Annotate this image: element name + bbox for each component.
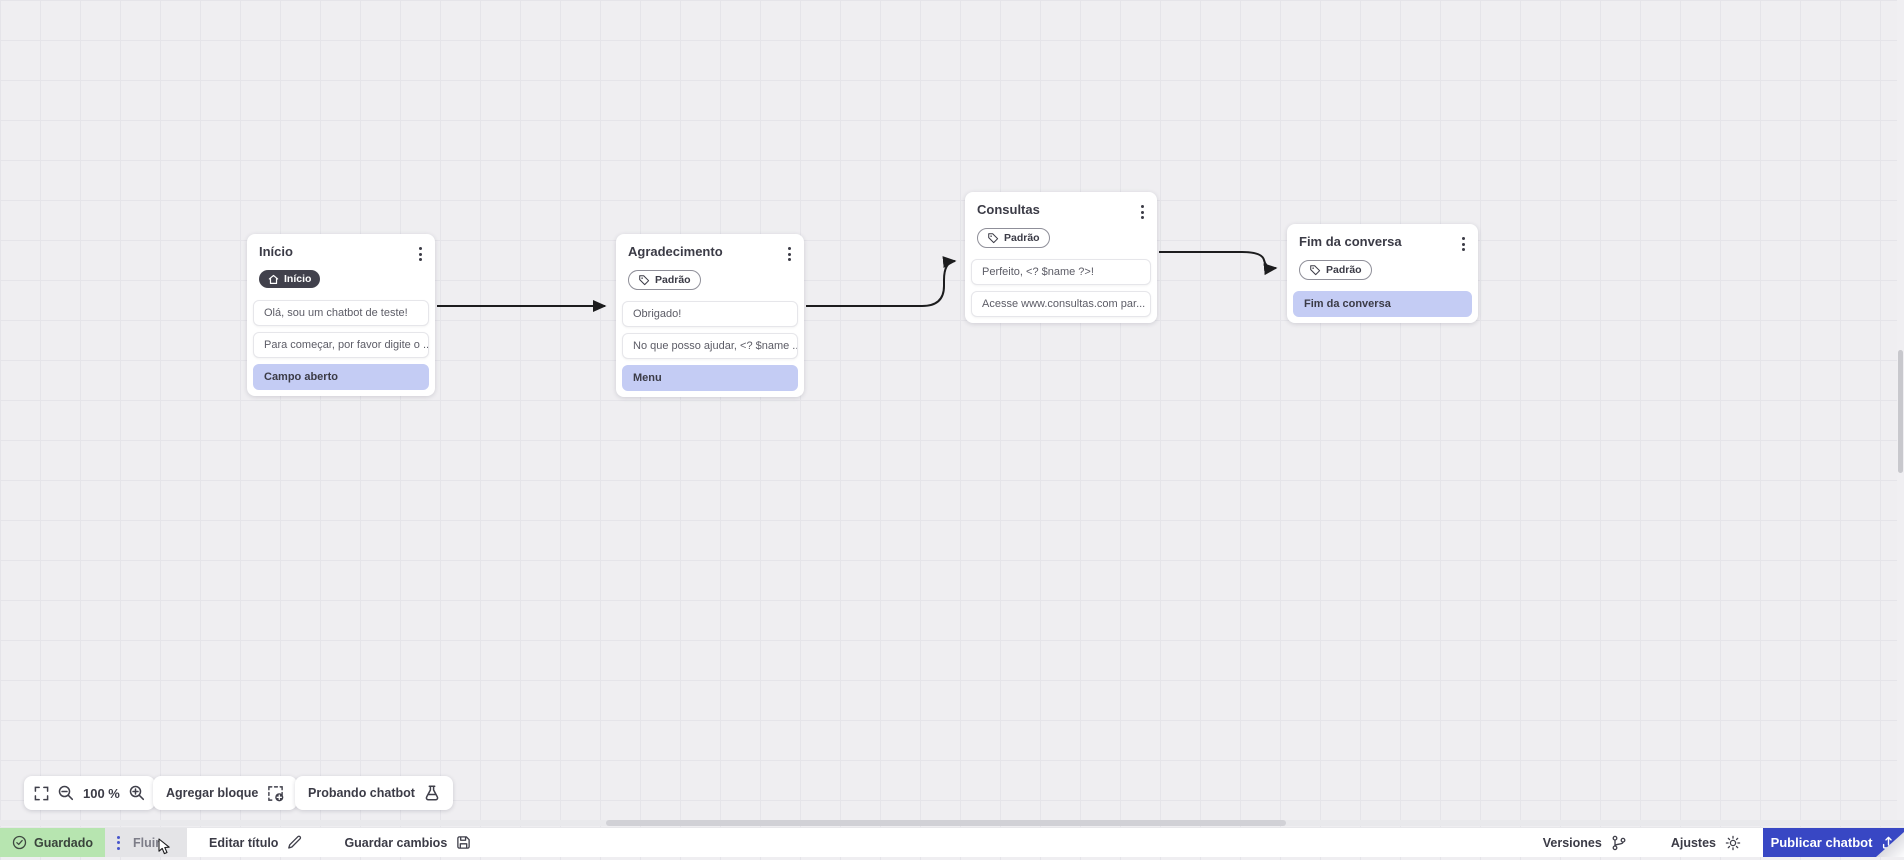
node-type-badge: Padrão — [628, 270, 701, 290]
node-title: Agradecimento — [628, 244, 723, 259]
edge-consultas-fim — [1159, 251, 1278, 276]
fullscreen-icon[interactable] — [34, 786, 49, 801]
message-bubble[interactable]: Para começar, por favor digite o ... — [253, 331, 429, 358]
vertical-scrollbar-track[interactable] — [1897, 0, 1904, 820]
zoom-level: 100 % — [83, 785, 120, 801]
vertical-scrollbar-thumb[interactable] — [1898, 350, 1903, 473]
settings-label: Ajustes — [1670, 835, 1716, 850]
node-header: Fim da conversa — [1287, 234, 1478, 254]
kebab-menu-icon[interactable] — [1457, 234, 1470, 254]
node-type-badge: Padrão — [1299, 260, 1372, 280]
home-icon — [268, 274, 279, 285]
kebab-menu-icon[interactable] — [1136, 202, 1149, 222]
edge-agradecimento-consultas — [806, 256, 957, 307]
message-action-menu[interactable]: Menu — [622, 365, 798, 391]
node-messages: Obrigado! No que posso ajudar, <? $name … — [616, 291, 804, 391]
pencil-icon — [287, 835, 302, 850]
test-chatbot-label: Probando chatbot — [308, 786, 415, 800]
add-block-button[interactable]: Agregar bloque — [153, 776, 298, 810]
node-messages: Fim da conversa — [1287, 281, 1478, 317]
saved-status-badge: Guardado — [0, 828, 105, 857]
add-block-label: Agregar bloque — [166, 786, 259, 800]
flow-node-consultas[interactable]: Consultas Padrão Perfeito, <? $name ?>! … — [965, 192, 1157, 323]
zoom-in-icon[interactable] — [129, 785, 145, 801]
node-title: Consultas — [977, 202, 1040, 217]
publish-chatbot-label: Publicar chatbot — [1770, 835, 1873, 850]
tag-icon — [1309, 264, 1321, 276]
message-bubble[interactable]: Acesse www.consultas.com par... — [971, 291, 1151, 317]
badge-label: Padrão — [1326, 264, 1362, 276]
settings-button[interactable]: Ajustes — [1649, 828, 1763, 857]
badge-label: Início — [284, 273, 312, 285]
horizontal-scrollbar-thumb[interactable] — [606, 820, 1286, 826]
horizontal-scrollbar-track[interactable] — [0, 820, 1904, 826]
node-messages: Perfeito, <? $name ?>! Acesse www.consul… — [965, 249, 1157, 317]
saved-status-label: Guardado — [33, 835, 94, 850]
publish-chatbot-button[interactable]: Publicar chatbot — [1763, 828, 1904, 857]
node-title: Fim da conversa — [1299, 234, 1402, 249]
tag-icon — [987, 232, 999, 244]
add-block-icon — [267, 785, 284, 802]
tab-flow-label: Fluir — [133, 835, 161, 850]
message-bubble[interactable]: Perfeito, <? $name ?>! — [971, 259, 1151, 285]
node-type-badge: Padrão — [977, 228, 1050, 248]
git-branch-icon — [1611, 835, 1627, 851]
kebab-menu-icon[interactable] — [783, 244, 796, 264]
save-icon — [456, 835, 471, 850]
test-chatbot-button[interactable]: Probando chatbot — [295, 776, 453, 810]
flask-icon — [424, 785, 440, 801]
badge-label: Padrão — [655, 274, 691, 286]
edit-title-label: Editar título — [209, 835, 279, 850]
edit-title-button[interactable]: Editar título — [195, 828, 316, 857]
flow-node-inicio[interactable]: Início Início Olá, sou um chatbot de tes… — [247, 234, 435, 396]
zoom-out-icon[interactable] — [58, 785, 74, 801]
versions-button[interactable]: Versiones — [1521, 828, 1649, 857]
save-changes-button[interactable]: Guardar cambios — [330, 828, 485, 857]
bottom-bar: Guardado Fluir Editar título Guardar cam… — [0, 827, 1904, 857]
node-messages: Olá, sou um chatbot de teste! Para começ… — [247, 290, 435, 390]
node-header: Consultas — [965, 202, 1157, 222]
mouse-cursor — [158, 838, 172, 860]
drag-handle-icon[interactable] — [117, 835, 120, 850]
node-header: Início — [247, 244, 435, 264]
check-circle-icon — [12, 835, 27, 850]
node-header: Agradecimento — [616, 244, 804, 264]
bottom-bar-right-group: Versiones Ajustes Publicar chatbot — [1521, 828, 1904, 857]
node-title: Início — [259, 244, 293, 259]
flow-node-fim-da-conversa[interactable]: Fim da conversa Padrão Fim da conversa — [1287, 224, 1478, 323]
tag-icon — [638, 274, 650, 286]
node-type-badge: Início — [259, 270, 321, 288]
message-bubble[interactable]: Olá, sou um chatbot de teste! — [253, 299, 429, 326]
message-action-end[interactable]: Fim da conversa — [1293, 291, 1472, 317]
message-bubble[interactable]: No que posso ajudar, <? $name ... — [622, 333, 798, 359]
kebab-menu-icon[interactable] — [414, 244, 427, 264]
message-action-open-field[interactable]: Campo aberto — [253, 363, 429, 390]
zoom-controls-panel: 100 % — [24, 776, 155, 810]
tab-flow[interactable]: Fluir — [105, 828, 187, 857]
gear-icon — [1725, 835, 1741, 851]
message-bubble[interactable]: Obrigado! — [622, 301, 798, 327]
flow-node-agradecimento[interactable]: Agradecimento Padrão Obrigado! No que po… — [616, 234, 804, 397]
versions-label: Versiones — [1542, 835, 1602, 850]
badge-label: Padrão — [1004, 232, 1040, 244]
save-changes-label: Guardar cambios — [344, 835, 448, 850]
